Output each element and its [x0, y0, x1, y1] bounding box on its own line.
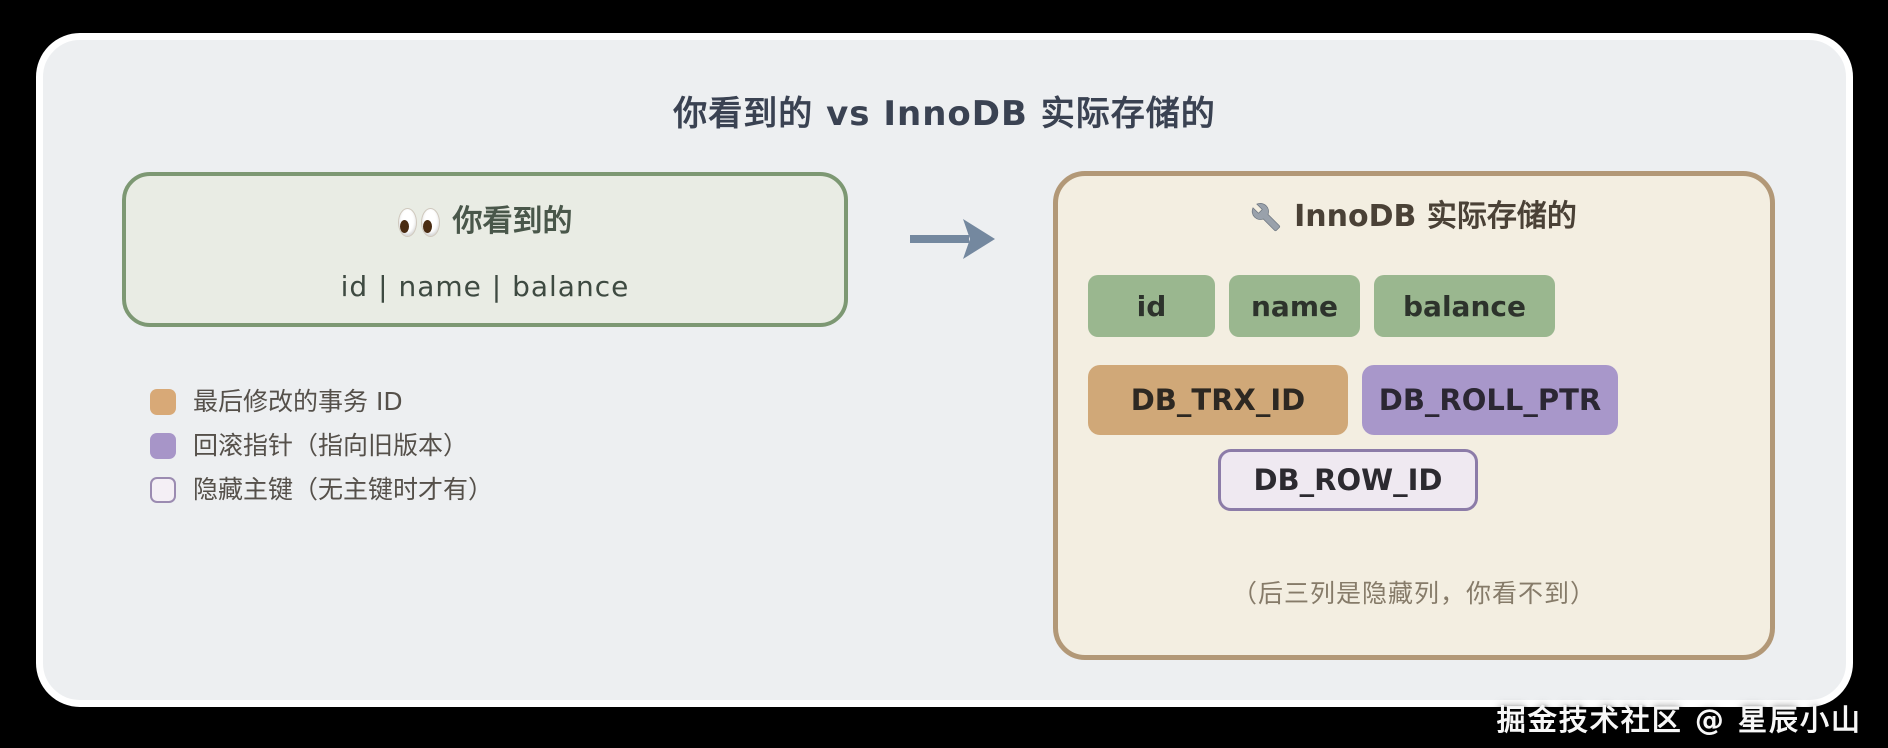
- seen-box: 你看到的 id | name | balance: [122, 172, 848, 327]
- watermark: 掘金技术社区 @ 星辰小山: [1496, 703, 1862, 737]
- store-box: InnoDB 实际存储的 id name balance DB_TRX_ID D…: [1053, 171, 1775, 660]
- column-chip-db-trx-id: DB_TRX_ID: [1088, 365, 1348, 435]
- legend: 最后修改的事务 ID 回滚指针（指向旧版本） 隐藏主键（无主键时才有）: [150, 388, 493, 503]
- column-chip-db-row-id: DB_ROW_ID: [1218, 449, 1478, 511]
- eyes-icon: [397, 207, 440, 237]
- seen-box-title: 你看到的: [452, 204, 573, 239]
- column-chip-db-roll-ptr: DB_ROLL_PTR: [1362, 365, 1618, 435]
- right-arrow-icon: [910, 219, 995, 259]
- legend-item-trx: 最后修改的事务 ID: [150, 388, 493, 415]
- hidden-rowid-row: DB_ROW_ID: [1218, 449, 1478, 511]
- store-box-title: InnoDB 实际存储的: [1294, 199, 1577, 234]
- hidden-columns-row: DB_TRX_ID DB_ROLL_PTR: [1088, 365, 1618, 435]
- legend-label: 隐藏主键（无主键时才有）: [193, 475, 494, 504]
- column-chip-name: name: [1229, 275, 1360, 337]
- legend-item-rowid: 隐藏主键（无主键时才有）: [150, 476, 493, 503]
- seen-box-columns: id | name | balance: [340, 270, 630, 303]
- rowid-color-swatch: [150, 476, 176, 503]
- legend-item-roll: 回滚指针（指向旧版本）: [150, 432, 493, 459]
- column-chip-id: id: [1088, 275, 1215, 337]
- visible-columns-row: id name balance: [1088, 275, 1555, 337]
- seen-box-header: 你看到的: [397, 204, 573, 240]
- store-box-header: InnoDB 实际存储的: [1058, 198, 1770, 236]
- page-title: 你看到的 vs InnoDB 实际存储的: [673, 94, 1216, 134]
- column-chip-balance: balance: [1374, 275, 1555, 337]
- legend-label: 最后修改的事务 ID: [193, 387, 403, 416]
- roll-color-swatch: [150, 432, 176, 459]
- legend-label: 回滚指针（指向旧版本）: [193, 431, 469, 460]
- store-box-note: （后三列是隐藏列，你看不到）: [1231, 579, 1596, 608]
- wrench-icon: [1251, 202, 1281, 232]
- trx-color-swatch: [150, 388, 176, 415]
